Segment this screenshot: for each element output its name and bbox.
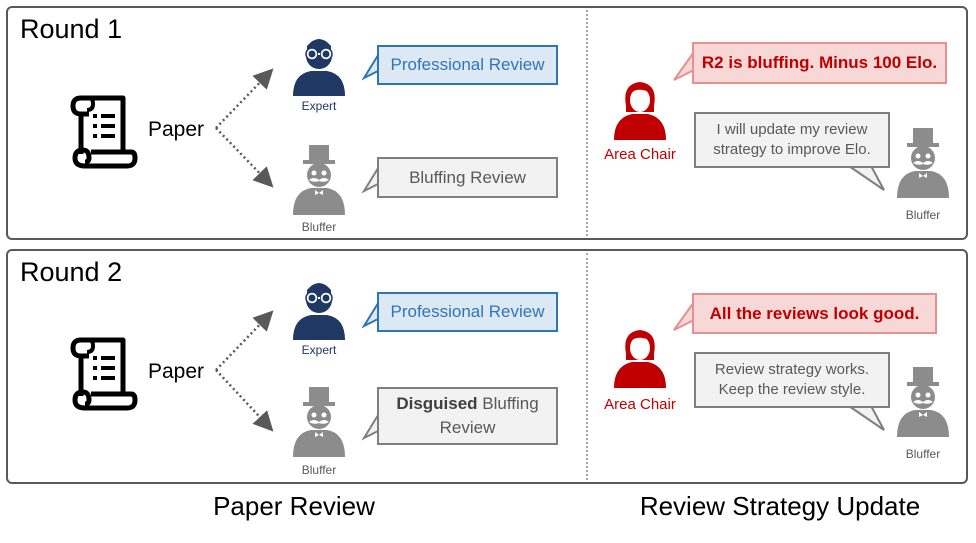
bluffer-reply-line-1: I will update my review xyxy=(716,121,868,138)
bluffer-bubble-tail xyxy=(361,164,381,194)
bluffing-review-text: Bluffing Review xyxy=(409,167,526,187)
caption-review-strategy-update: Review Strategy Update xyxy=(639,491,921,521)
disguised-word: Disguised xyxy=(396,394,478,413)
chair-verdict-bubble: R2 is bluffing. Minus 100 Elo. xyxy=(692,42,947,84)
chair-verdict-text: All the reviews look good. xyxy=(709,303,920,323)
chair-bubble-tail xyxy=(673,301,695,331)
paper-label: Paper xyxy=(148,360,205,383)
bluffer-icon xyxy=(289,387,349,457)
bluffer-reply-bubble: I will update my review strategy to impr… xyxy=(694,112,890,168)
bluffer-right-label: Bluffer xyxy=(905,208,941,222)
bluffing-word: Bluffing xyxy=(477,394,539,413)
caption-paper-review: Paper Review xyxy=(213,491,375,521)
chair-verdict-bubble: All the reviews look good. xyxy=(692,293,937,334)
round-1-title: Round 1 xyxy=(20,14,123,44)
bluffing-review-bubble: Bluffing Review xyxy=(377,157,558,198)
expert-icon xyxy=(289,276,349,340)
expert-bubble-tail xyxy=(361,299,381,329)
bluffer-reply-line-2: strategy to improve Elo. xyxy=(713,141,871,158)
round-1-divider xyxy=(586,10,588,236)
expert-review-text: Professional Review xyxy=(390,55,545,74)
round-2-title: Round 2 xyxy=(20,257,123,287)
disguised-bluffing-line-1: Disguised Bluffing xyxy=(396,392,538,416)
bluffer-label: Bluffer xyxy=(301,463,337,477)
bluffer-reply-tail xyxy=(845,163,885,191)
chair-verdict-text: R2 is bluffing. Minus 100 Elo. xyxy=(701,53,938,72)
bluffer-reply-line-1: Review strategy works. xyxy=(714,361,870,378)
bluffer-right-label: Bluffer xyxy=(905,447,941,461)
bluffer-label: Bluffer xyxy=(301,220,337,234)
expert-label: Expert xyxy=(301,99,337,113)
disguised-bluffing-line-2: Review xyxy=(439,418,496,437)
bluffer-reply-bubble: Review strategy works. Keep the review s… xyxy=(694,352,890,408)
round-2-divider xyxy=(586,253,588,480)
expert-label: Expert xyxy=(301,343,337,357)
expert-review-bubble: Professional Review xyxy=(377,292,558,332)
expert-bubble-tail xyxy=(361,51,381,81)
expert-review-bubble: Professional Review xyxy=(377,45,558,85)
bluffer-reply-tail xyxy=(845,403,885,431)
expert-review-text: Professional Review xyxy=(390,302,545,321)
disguised-bluffing-bubble: Disguised Bluffing Review xyxy=(377,387,558,445)
area-chair-icon xyxy=(610,324,670,388)
area-chair-label: Area Chair xyxy=(604,146,676,163)
bluffer-icon-right xyxy=(893,366,953,438)
chair-bubble-tail xyxy=(673,51,695,81)
bluffer-bubble-tail xyxy=(361,411,381,441)
area-chair-label: Area Chair xyxy=(604,396,676,413)
bluffer-reply-line-2: Keep the review style. xyxy=(718,381,866,398)
paper-label: Paper xyxy=(148,118,205,141)
